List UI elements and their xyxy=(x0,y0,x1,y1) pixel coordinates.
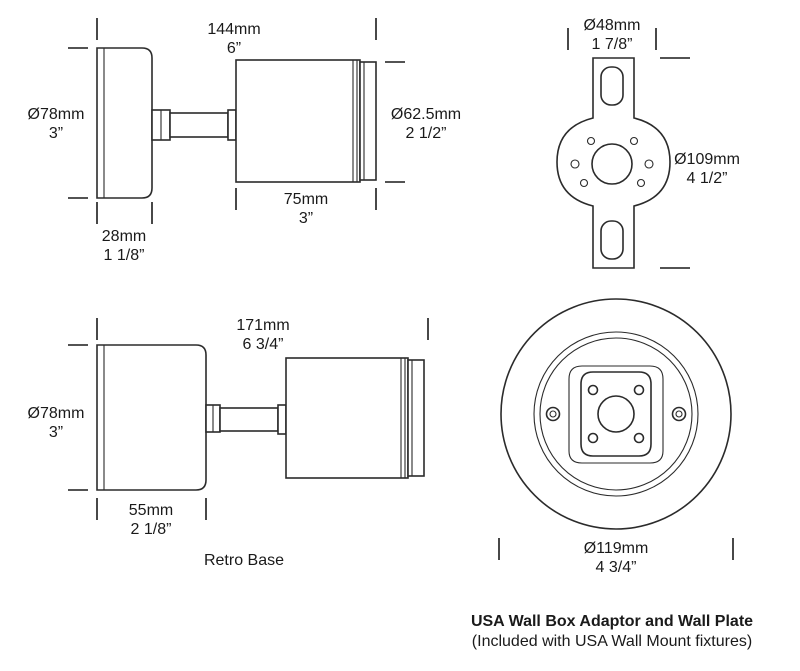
adaptor-width-imperial: 1 7/8” xyxy=(592,36,633,53)
retro-base-caption: Retro Base xyxy=(204,552,284,569)
wall-plate-screw-hole xyxy=(587,432,599,444)
adaptor-screw-hole xyxy=(629,136,639,146)
wall-plate-fixing-screw-left xyxy=(545,406,561,422)
adaptor-screw-hole xyxy=(636,178,646,188)
standard-base-depth-metric: 28mm xyxy=(102,228,146,245)
wall-plate-front-view: Ø119mm 4 3/4” USA Wall Box Adaptor and W… xyxy=(471,298,753,650)
standard-stem-knuckle xyxy=(227,109,237,141)
wall-plate-center-hole xyxy=(597,395,635,433)
adaptor-top-slot xyxy=(600,66,624,106)
wall-plate-screw-hole xyxy=(633,432,645,444)
retro-head-body xyxy=(285,357,409,479)
standard-base-depth-imperial: 1 1/8” xyxy=(104,247,145,264)
standard-base-diameter-metric: Ø78mm xyxy=(28,106,85,123)
standard-head-diameter-metric: Ø62.5mm xyxy=(391,106,461,123)
wall-plate-fixing-screw-left-center xyxy=(549,410,557,418)
adaptor-bottom-slot xyxy=(600,220,624,260)
retro-head-lens-cap xyxy=(407,359,425,477)
standard-length-metric: 144mm xyxy=(207,21,260,38)
standard-head-diameter-imperial: 2 1/2” xyxy=(406,125,447,142)
adaptor-screw-hole-right xyxy=(644,159,654,169)
standard-head-body xyxy=(235,59,361,183)
wall-plate-diameter-metric: Ø119mm xyxy=(584,540,649,557)
wall-plate-inner-recess xyxy=(568,365,664,464)
adaptor-width-metric: Ø48mm xyxy=(584,17,641,34)
wall-plate-fixing-screw-right xyxy=(671,406,687,422)
retro-base-depth-metric: 55mm xyxy=(129,502,173,519)
standard-stem xyxy=(169,112,229,138)
retro-base-diameter-metric: Ø78mm xyxy=(28,405,85,422)
retro-base-housing xyxy=(96,344,207,491)
standard-head-lens-cap xyxy=(359,61,377,181)
retro-base-diameter-imperial: 3” xyxy=(49,424,63,441)
retro-base-fixture-side-view: 171mm 6 3/4” Ø78mm 3” 55mm 2 1/8” Retro … xyxy=(28,317,429,569)
adaptor-height-metric: Ø109mm xyxy=(674,151,740,168)
wall-plate-fixing-screw-right-center xyxy=(675,410,683,418)
standard-head-length-metric: 75mm xyxy=(284,191,328,208)
adaptor-screw-hole xyxy=(579,178,589,188)
standard-fixture-side-view: 144mm 6” Ø78mm 3” Ø62.5mm 2 1/2” 75mm 3”… xyxy=(28,18,461,264)
standard-length-imperial: 6” xyxy=(227,40,241,57)
retro-length-imperial: 6 3/4” xyxy=(243,336,284,353)
standard-base-diameter-imperial: 3” xyxy=(49,125,63,142)
wall-plate-screw-hole xyxy=(633,384,645,396)
wall-box-caption-note: (Included with USA Wall Mount fixtures) xyxy=(472,633,752,650)
retro-stem-knuckle xyxy=(277,404,287,435)
retro-length-metric: 171mm xyxy=(236,317,289,334)
adaptor-screw-hole-left xyxy=(570,159,580,169)
retro-base-depth-imperial: 2 1/8” xyxy=(131,521,172,538)
adaptor-screw-hole xyxy=(586,136,596,146)
wall-box-adaptor-view: Ø48mm 1 7/8” Ø109mm 4 1/2” xyxy=(556,17,740,269)
standard-base-plate xyxy=(96,47,153,199)
adaptor-height-imperial: 4 1/2” xyxy=(687,170,728,187)
standard-head-length-imperial: 3” xyxy=(299,210,313,227)
wall-plate-screw-hole xyxy=(587,384,599,396)
wall-box-caption-title: USA Wall Box Adaptor and Wall Plate xyxy=(471,613,753,630)
wall-plate-inner-ring xyxy=(533,331,699,497)
wall-plate-inner-ring xyxy=(539,337,693,491)
wall-plate-diameter-imperial: 4 3/4” xyxy=(596,559,637,576)
adaptor-center-hole xyxy=(591,143,633,185)
retro-stem xyxy=(219,407,279,432)
